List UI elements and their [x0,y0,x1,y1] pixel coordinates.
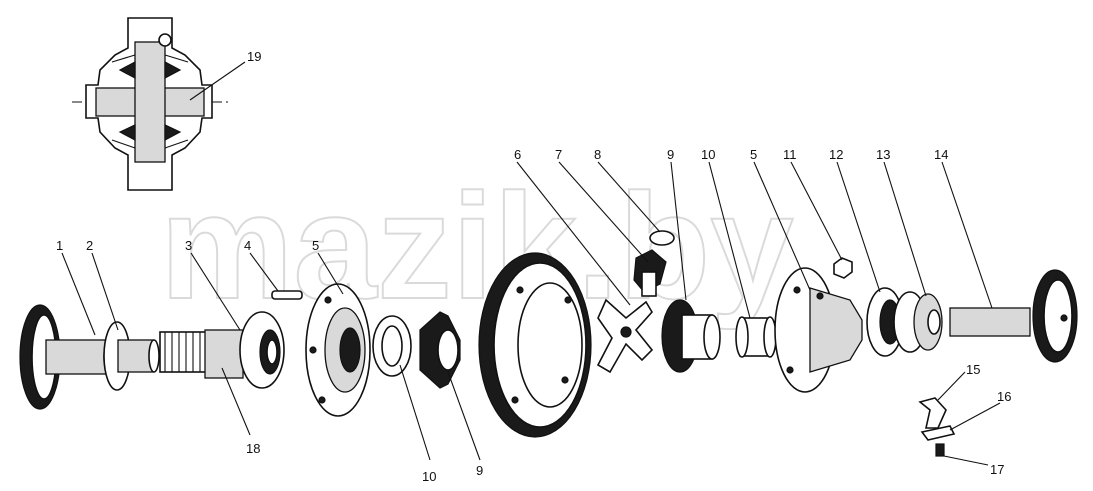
callout-7: 7 [555,147,562,162]
callout-3: 3 [185,238,192,253]
callout-9-bottom: 9 [476,463,483,478]
callout-5-right: 5 [750,147,757,162]
differential-housing-right [774,267,863,393]
watermark-text: mazik.by [160,162,794,330]
callout-10-top: 10 [701,147,715,162]
callout-numbers: 1 2 3 4 5 6 7 8 9 10 5 11 12 13 14 19 18… [56,49,1011,484]
ring-gear [478,252,592,438]
washer [103,321,160,391]
callout-10-bottom: 10 [422,469,436,484]
callout-18: 18 [246,441,260,456]
lock-washer [920,425,956,441]
inset-section-view [72,17,230,192]
spider-cross [596,298,654,374]
splined-shaft-with-bearing [159,311,285,389]
right-axle-shaft-gear [949,269,1078,363]
callout-1: 1 [56,238,63,253]
pinion-gear [633,249,667,297]
side-bevel-gear-left [419,311,461,389]
side-bevel-gear-right [661,299,721,373]
callout-14: 14 [934,147,948,162]
callout-12: 12 [829,147,843,162]
thrust-washer-left [372,315,412,377]
differential-housing-left [305,283,371,417]
lock-plate [918,397,947,429]
callout-8: 8 [594,147,601,162]
pin [271,290,303,300]
left-axle-shaft-gear [19,304,117,410]
callout-17: 17 [990,462,1004,477]
callout-13: 13 [876,147,890,162]
callout-2: 2 [86,238,93,253]
thrust-washer-right [735,316,777,358]
callout-11: 11 [783,147,797,162]
pinion-washer [649,230,675,246]
callout-19: 19 [247,49,261,64]
callout-16: 16 [997,389,1011,404]
bolt [935,443,945,457]
callout-6: 6 [514,147,521,162]
callout-4: 4 [244,238,251,253]
callout-5-left: 5 [312,238,319,253]
bearing-ring [913,293,943,351]
nut [833,257,853,279]
leader-lines [61,61,1001,466]
callout-15: 15 [966,362,980,377]
callout-9-top: 9 [667,147,674,162]
